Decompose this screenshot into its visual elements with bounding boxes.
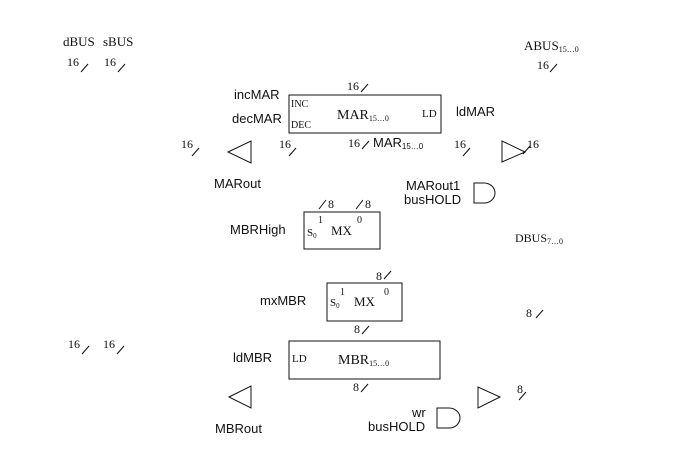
mux-high-select-sub: 0 (313, 232, 317, 240)
dbus-bottom-width: 16 (68, 337, 80, 351)
mar-out-name: MAR15…0 (373, 135, 424, 151)
mbr-register-name-sub: 15…0 (369, 359, 389, 368)
bus-hold-label-2: busHOLD (368, 419, 425, 434)
abus-tristate-slash (522, 145, 531, 155)
abus-label-base: ABUS (524, 38, 559, 53)
sbus-width: 16 (104, 55, 116, 69)
mar-ld-port: LD (422, 108, 437, 120)
abus-tristate-width: 16 (527, 137, 539, 151)
mux-mbr-in-width: 8 (376, 269, 382, 283)
mux-high-select-base: S (307, 227, 313, 239)
mux-mbr-in-slash (383, 270, 392, 280)
mux-mbr (326, 282, 403, 322)
mux-mbr-select: S0 (330, 297, 340, 310)
dbus7-label-base: DBUS (515, 231, 547, 245)
mar-out-width: 16 (348, 136, 360, 150)
sbus-width-slash (117, 63, 126, 73)
mar-register-name-sub: 15…0 (369, 114, 389, 123)
mar-q-width: 16 (279, 137, 291, 151)
mux-mbr-name: MX (354, 294, 376, 309)
mar-register-name-base: MAR (337, 108, 370, 123)
mbr-register (288, 340, 441, 380)
mar-inc-port: INC (291, 99, 309, 110)
mux-high-select: S0 (307, 227, 317, 240)
right-tristate-slash (462, 147, 471, 157)
mbr-high-label: MBRHigh (230, 222, 286, 237)
mar-register (288, 94, 442, 134)
mux-high-input0: 0 (357, 215, 362, 226)
dbus7-label-sub: 7…0 (547, 237, 563, 246)
ld-mbr-label: ldMBR (233, 350, 272, 365)
mux-mbr-select-sub: 0 (336, 302, 340, 310)
mar-dec-port: DEC (291, 120, 311, 131)
mbr-q-width: 8 (353, 380, 359, 394)
mbr-in-width: 8 (354, 322, 360, 336)
mux-mbr-select-base: S (330, 297, 336, 309)
abus-label: ABUS15…0 (524, 38, 579, 54)
mar-out-slash (361, 140, 370, 150)
bus-hold-label-1: busHOLD (404, 192, 461, 207)
right-tristate-width: 16 (454, 137, 466, 151)
mux-high-in1-width: 8 (328, 197, 334, 211)
mbr-q-slash (360, 383, 369, 393)
mar-out-name-base: MAR (373, 135, 402, 150)
dbus-label: dBUS (63, 34, 95, 49)
left-tristate-slash (191, 147, 200, 157)
mbr-out-tristate (227, 385, 252, 409)
abus-tristate (501, 140, 527, 163)
mbr-in-slash (361, 325, 370, 335)
left-tristate-width: 16 (181, 137, 193, 151)
mux-high-in0-width: 8 (365, 197, 371, 211)
mbr-tristate-width: 8 (517, 382, 523, 396)
mar-in-width: 16 (347, 79, 359, 93)
dec-mar-label: decMAR (232, 111, 282, 126)
mar-out-name-sub: 15…0 (402, 142, 424, 151)
mbr-tristate-slash (518, 391, 527, 401)
mbr-ld-port: LD (292, 353, 307, 365)
and-gate-1 (473, 182, 496, 204)
mux-high (303, 211, 381, 250)
mux-high-input1: 1 (318, 215, 323, 226)
sbus-bottom-slash (116, 345, 125, 355)
inc-mar-label: incMAR (234, 87, 280, 102)
abus-width-slash (549, 63, 558, 73)
mux-mbr-input1: 1 (340, 287, 345, 298)
ld-mar-label: ldMAR (456, 104, 495, 119)
dbus7-label: DBUS7…0 (515, 231, 563, 246)
mar-q-slash (288, 147, 297, 157)
mar-out-label: MARout (214, 176, 261, 191)
abus-label-sub: 15…0 (559, 45, 579, 54)
mbr-register-name-base: MBR (338, 353, 370, 368)
and-gate-2 (436, 407, 461, 429)
sbus-label: sBUS (103, 34, 133, 49)
mux-high-name: MX (331, 223, 353, 238)
mux-high-in1-slash (318, 199, 327, 210)
dbus7-width: 8 (526, 306, 532, 320)
mx-mbr-label: mxMBR (260, 293, 306, 308)
mar-out1-label: MARout1 (406, 178, 460, 193)
dbus-width-slash (80, 63, 89, 73)
dbus-width: 16 (67, 55, 79, 69)
dbus7-width-slash (535, 309, 544, 319)
mar-register-name: MAR15…0 (337, 108, 389, 123)
mar-out-tristate (226, 140, 252, 164)
mbr-out-label: MBRout (215, 421, 262, 436)
abus-width: 16 (537, 58, 549, 72)
mux-mbr-input0: 0 (384, 287, 389, 298)
dbus-tristate (477, 386, 502, 409)
mux-high-in0-slash (355, 199, 364, 210)
dbus-bottom-slash (81, 345, 90, 355)
wr-label: wr (411, 405, 426, 420)
mbr-register-name: MBR15…0 (338, 353, 389, 368)
mar-in-slash (360, 83, 369, 93)
sbus-bottom-width: 16 (103, 337, 115, 351)
